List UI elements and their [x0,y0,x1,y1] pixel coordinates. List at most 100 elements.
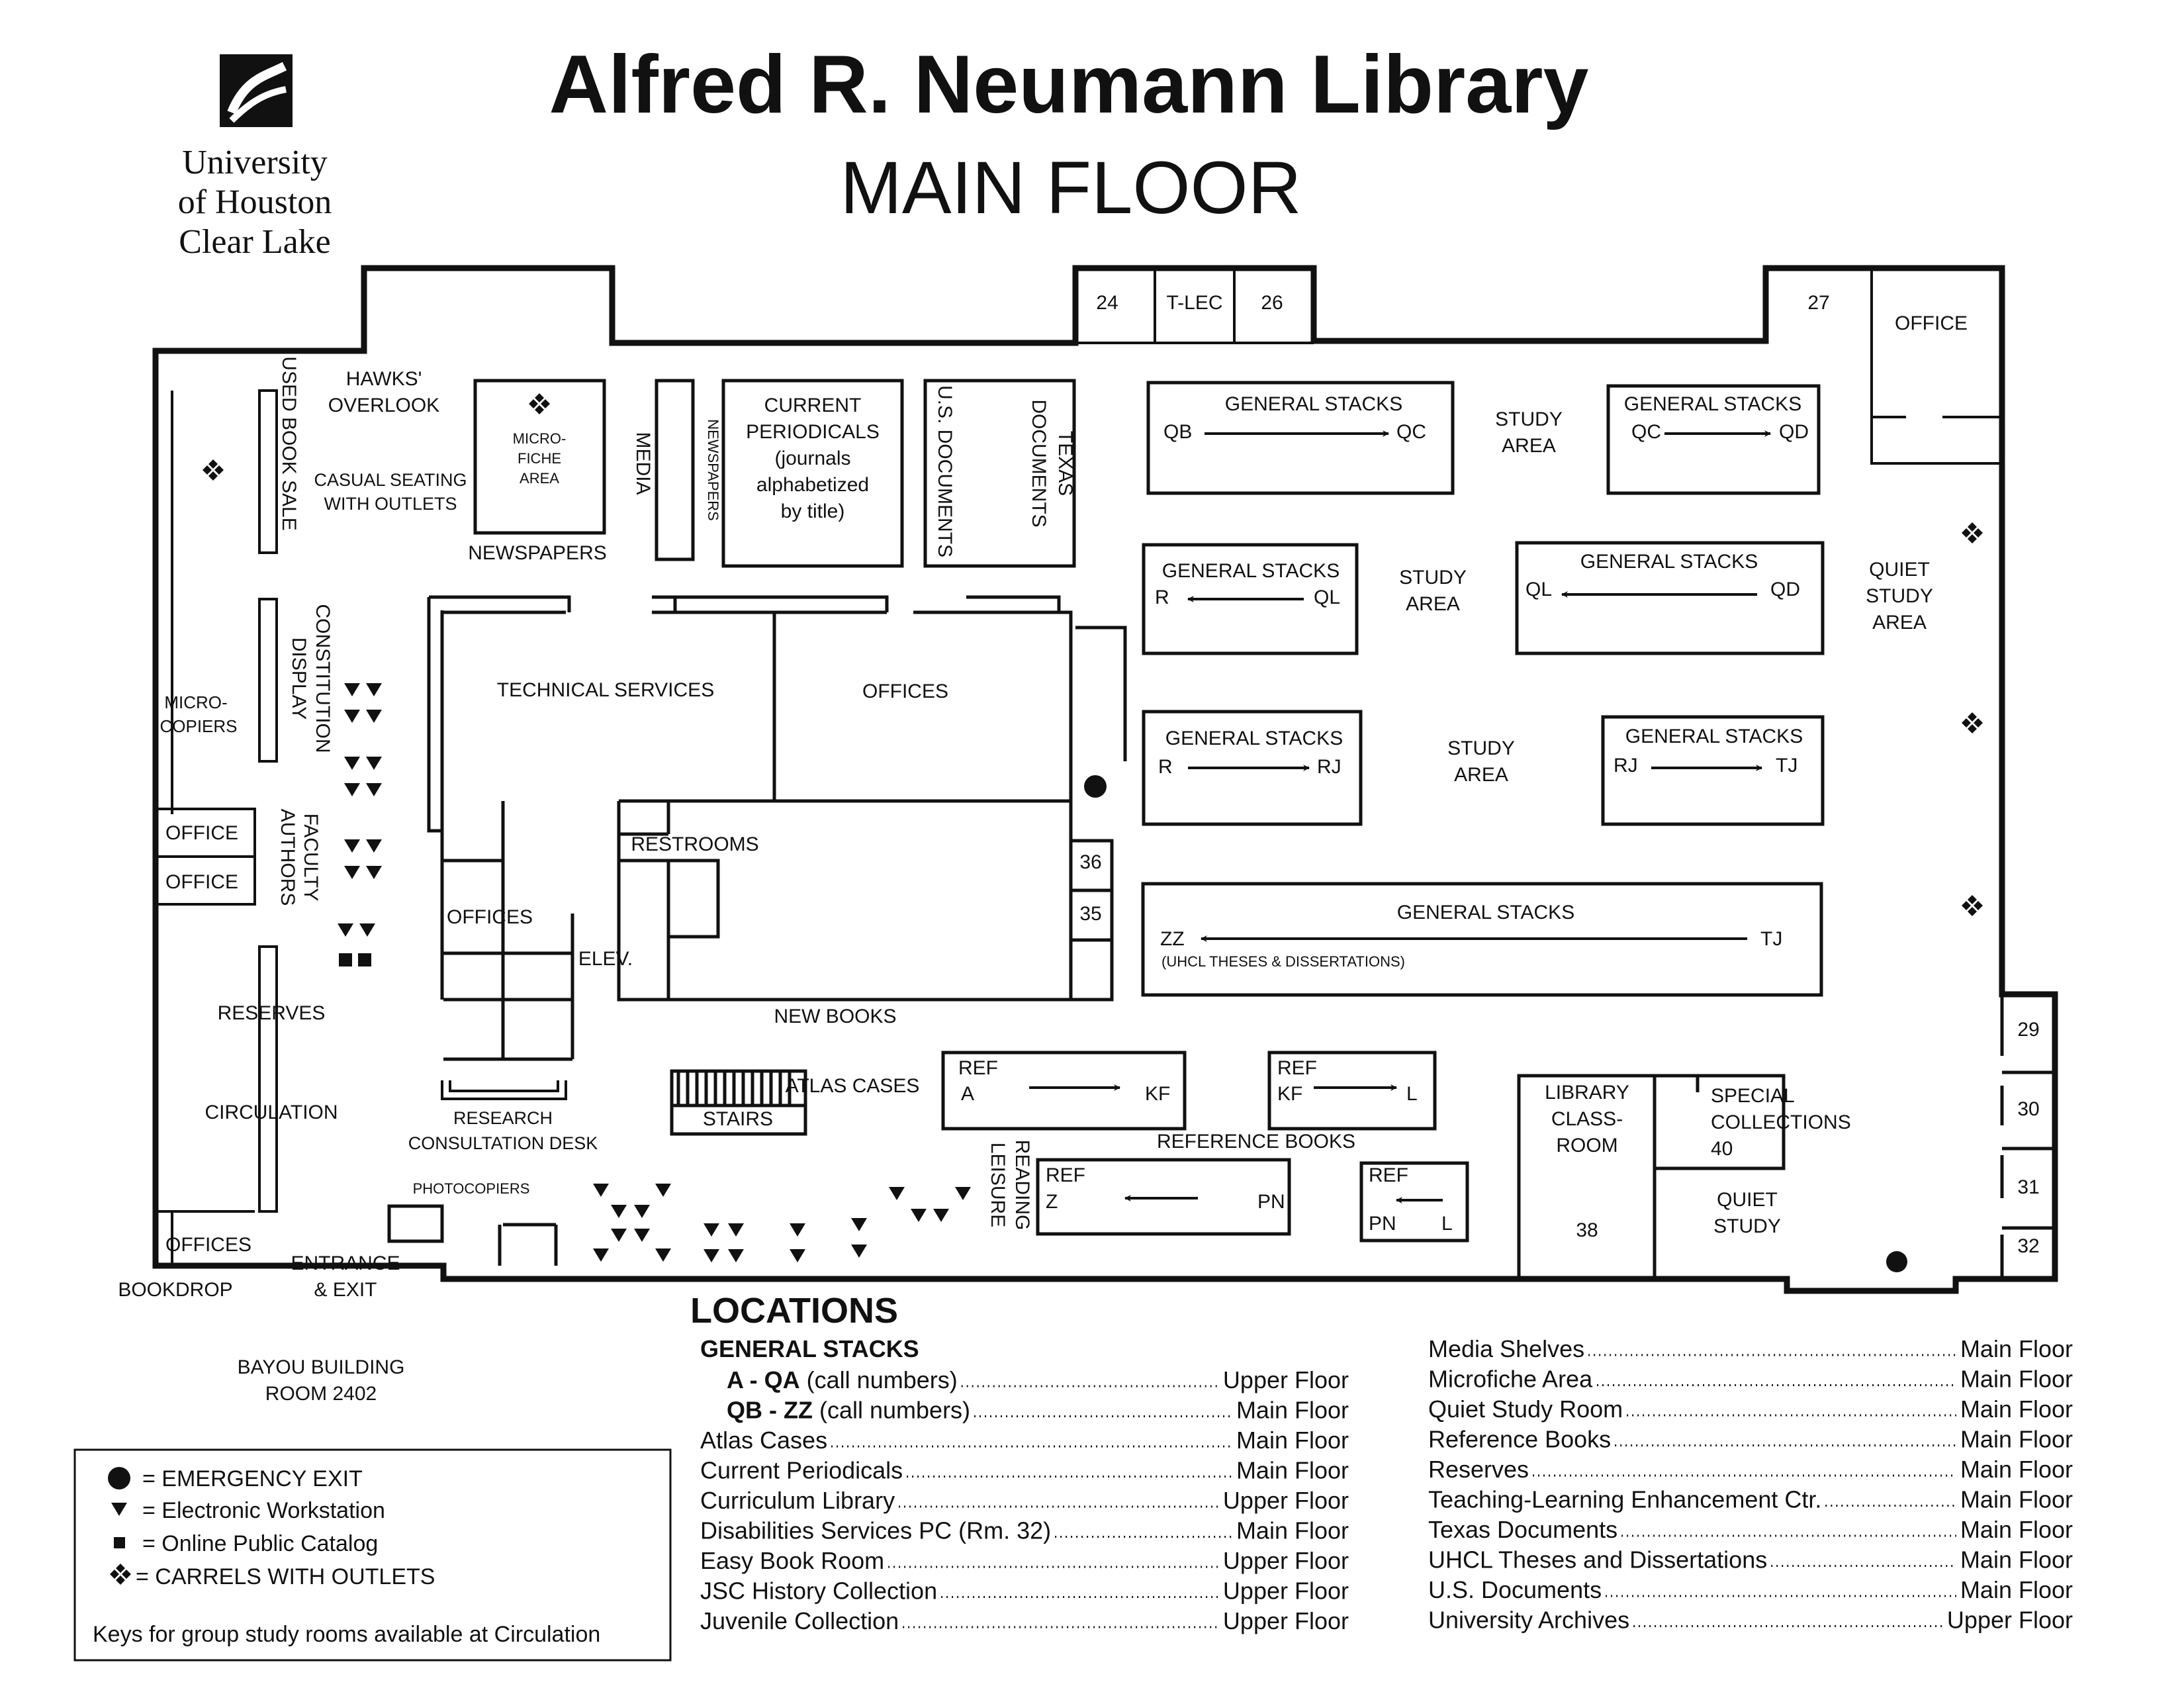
stack-ql-qd [1515,541,1825,655]
location-label: Reserves [1428,1456,1529,1483]
location-label: University Archives [1428,1607,1629,1634]
periodicals-line3: (journals [774,447,850,469]
leisure-reading-line2: READING [1011,1140,1033,1231]
location-floor: Main Floor [1960,1456,2073,1483]
ref-title: REF [1369,1164,1408,1186]
location-floor: Main Floor [1960,1335,2073,1362]
ref-from: KF [1277,1083,1302,1105]
location-label: Curriculum Library [700,1487,895,1514]
room-tlec: T-LEC [1166,292,1222,314]
periodicals-line2: PERIODICALS [746,421,880,443]
casual-seating-line1: CASUAL SEATING [314,470,467,490]
office-left-2: OFFICE [165,871,238,893]
stack-qc-qd [1606,384,1821,495]
catalog-icon [114,1537,125,1548]
room-36: 36 [1079,851,1101,873]
stack-to: TJ [1760,928,1782,950]
map-title: Alfred R. Neumann Library [549,39,1589,130]
stack-qb-qc [1146,381,1455,495]
locations-heading: LOCATIONS [690,1291,898,1331]
quiet-study-line2: STUDY [1713,1215,1781,1237]
location-label: Easy Book Room [700,1547,884,1574]
newspapers-rack-label: NEWSPAPERS [705,419,721,521]
stack-to: RJ [1317,756,1342,778]
ref-boxes [941,1051,1469,1243]
quiet-study-area-line2: STUDY [1866,585,1933,607]
stack-rj-tj [1601,715,1825,826]
stairs [670,1069,807,1136]
stack-to: QL [1314,587,1340,608]
special-collections-line2: COLLECTIONS [1711,1111,1851,1133]
library-classroom-line3: ROOM [1556,1135,1617,1156]
location-label: Texas Documents [1428,1516,1617,1543]
location-label: A - QA (call numbers) [727,1366,958,1393]
location-label: Juvenile Collection [700,1607,899,1634]
stairs-label: STAIRS [703,1108,773,1130]
location-label: Disabilities Services PC (Rm. 32) [700,1517,1051,1544]
leisure-reading-line1: LEISURE [987,1143,1009,1227]
university-logo [220,54,293,127]
entrance-line2: & EXIT [314,1279,377,1301]
texas-documents-line2: DOCUMENTS [1028,399,1050,527]
location-floor: Upper Floor [1223,1607,1349,1634]
stack-title: GENERAL STACKS [1165,728,1343,749]
top-center-rooms [473,379,1076,568]
stack-from: RJ [1614,755,1638,776]
library-classroom-line2: CLASS- [1551,1108,1623,1130]
stack-boxes [1141,381,1825,997]
room-27: 27 [1807,292,1829,314]
study-area-line2: AREA [1502,435,1556,457]
bayou-line1: BAYOU BUILDING [238,1356,405,1378]
new-books-label: NEW BOOKS [774,1006,896,1027]
carrel-icon [203,459,224,481]
stack-to: QD [1770,579,1800,600]
location-floor: Main Floor [1960,1546,2073,1574]
location-floor: Upper Floor [1947,1607,2073,1634]
study-area-line1: STUDY [1495,408,1563,430]
location-label: Reference Books [1428,1426,1611,1453]
stack-to: QC [1396,421,1426,443]
carrel-icon [110,1564,131,1585]
stack-from: R [1158,756,1173,778]
left-wall-interior [154,389,278,1266]
emergency-exit-icon [108,1467,130,1489]
ref-from: Z [1046,1191,1058,1213]
stack-r-ql [1142,543,1359,655]
location-label: QB - ZZ (call numbers) [727,1397,970,1424]
stack-to: QD [1779,421,1809,443]
bayou-line2: ROOM 2402 [265,1383,377,1405]
elevator-label: ELEV. [578,948,633,970]
location-floor: Main Floor [1960,1516,2073,1543]
ref-title: REF [1277,1057,1317,1079]
location-label: Media Shelves [1428,1335,1584,1362]
library-classroom-line1: LIBRARY [1545,1082,1629,1104]
stack-note: (UHCL THESES & DISSERTATIONS) [1161,953,1405,970]
top-rooms [1075,268,2002,465]
photocopiers-label: PHOTOCOPIERS [413,1180,530,1197]
newspapers-label: NEWSPAPERS [468,542,607,564]
map-subtitle: MAIN FLOOR [841,146,1302,229]
media-label: MEDIA [632,432,654,494]
stack-title: GENERAL STACKS [1225,393,1402,415]
texas-documents-line1: TEXAS [1054,431,1076,496]
university-name-line3: Clear Lake [179,223,331,261]
restrooms-label: RESTROOMS [631,833,758,855]
microfiche-line2: FICHE [518,450,561,467]
stack-from: QC [1631,421,1661,443]
ref-to: PN [1257,1191,1285,1213]
central-block [427,595,1127,1061]
location-label: UHCL Theses and Dissertations [1428,1546,1767,1574]
location-floor: Upper Floor [1223,1366,1349,1393]
carrel-icon [1962,522,1983,543]
ref-to: L [1441,1213,1453,1235]
location-label: JSC History Collection [700,1577,937,1605]
stack-title: GENERAL STACKS [1580,551,1758,573]
emergency-exit-icon [1886,1251,1907,1272]
carrel-icon [529,393,550,414]
locations-subheading: GENERAL STACKS [700,1335,919,1362]
stack-r-rj [1142,710,1363,826]
ref-to: KF [1145,1083,1170,1105]
offices-mid-label: OFFICES [447,906,533,928]
stack-zz-tj [1141,882,1823,997]
